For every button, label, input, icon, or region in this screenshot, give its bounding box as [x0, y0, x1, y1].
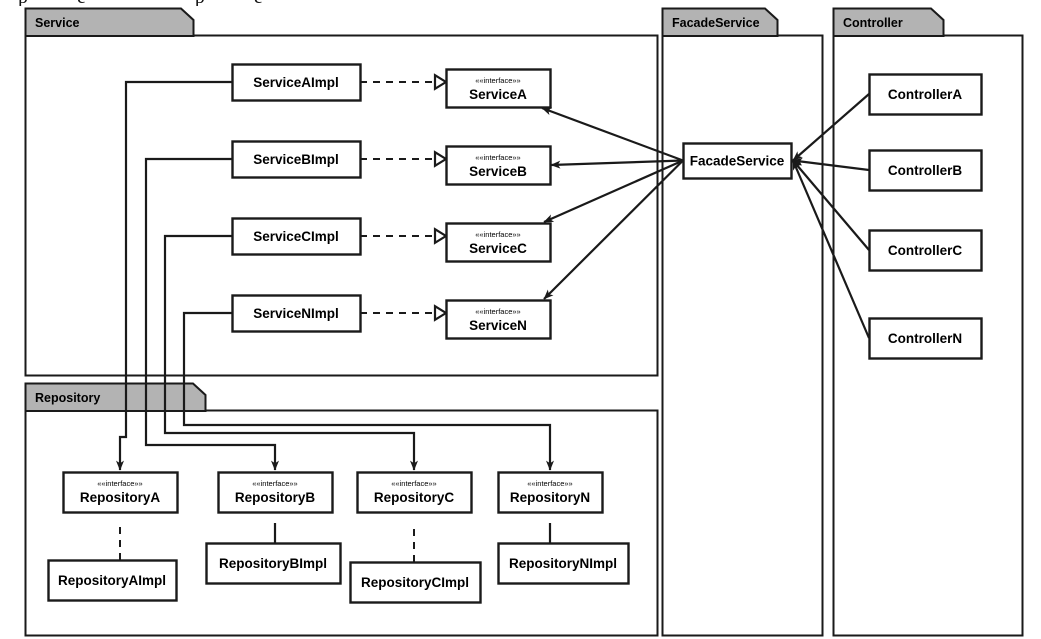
class-repositoryA[interactable]: ««interface»» RepositoryA	[62, 471, 179, 514]
class-name-repositoryBImpl: RepositoryBImpl	[219, 556, 327, 571]
class-stereotype-repositoryA: ««interface»»	[97, 479, 142, 488]
realization-arrowhead-serviceBImpl	[433, 150, 449, 168]
class-name-controllerA: ControllerA	[888, 87, 963, 102]
dependency-controllerN-to-facade[interactable]	[791, 159, 871, 339]
package-tab-service	[24, 7, 195, 37]
class-name-repositoryNImpl: RepositoryNImpl	[509, 556, 617, 571]
package-facade[interactable]: FacadeService	[661, 7, 824, 637]
class-stereotype-serviceB: ««interface»»	[475, 153, 520, 162]
class-repositoryNImpl[interactable]: RepositoryNImpl	[497, 542, 630, 585]
class-serviceN[interactable]: ««interface»» ServiceN	[445, 299, 552, 340]
package-label-controller: Controller	[843, 16, 903, 30]
class-repositoryC[interactable]: ««interface»» RepositoryC	[356, 471, 473, 514]
class-box-repositoryNImpl	[497, 542, 630, 585]
class-controllerA[interactable]: ControllerA	[868, 73, 983, 116]
class-box-controllerN	[868, 317, 983, 360]
class-serviceA[interactable]: ««interface»» ServiceA	[445, 68, 552, 109]
class-box-repositoryA	[62, 471, 179, 514]
dependency-serviceNImpl-to-repositoryN[interactable]	[182, 311, 554, 471]
class-serviceAImpl[interactable]: ServiceAImpl	[231, 63, 362, 102]
class-name-serviceBImpl: ServiceBImpl	[253, 152, 339, 167]
class-box-serviceCImpl	[231, 217, 362, 256]
dependency-facade-to-serviceA[interactable]	[541, 106, 684, 162]
class-facadeService[interactable]: FacadeService	[682, 142, 793, 180]
class-name-repositoryA: RepositoryA	[80, 490, 161, 505]
class-box-serviceC	[445, 222, 552, 263]
class-stereotype-serviceA: ««interface»»	[475, 76, 520, 85]
dependency-facade-to-serviceB[interactable]	[550, 159, 684, 169]
class-box-serviceNImpl	[231, 294, 362, 333]
class-box-repositoryBImpl	[205, 542, 342, 585]
class-box-serviceN	[445, 299, 552, 340]
package-tab-controller	[832, 7, 945, 37]
class-stereotype-repositoryC: ««interface»»	[391, 479, 436, 488]
dependency-controllerC-to-facade[interactable]	[792, 159, 870, 251]
class-box-repositoryCImpl	[349, 561, 482, 604]
class-box-controllerB	[868, 149, 983, 192]
dependency-facade-to-serviceN[interactable]	[543, 159, 684, 300]
class-repositoryN[interactable]: ««interface»» RepositoryN	[497, 471, 604, 514]
class-serviceC[interactable]: ««interface»» ServiceC	[445, 222, 552, 263]
class-stereotype-serviceN: ««interface»»	[475, 307, 520, 316]
class-name-repositoryC: RepositoryC	[374, 490, 455, 505]
realization-arrowhead-serviceNImpl	[433, 304, 449, 322]
realization-arrowhead-serviceCImpl	[433, 227, 449, 245]
class-box-repositoryC	[356, 471, 473, 514]
package-label-repository: Repository	[35, 391, 100, 405]
class-repositoryBImpl[interactable]: RepositoryBImpl	[205, 542, 342, 585]
class-name-controllerC: ControllerC	[888, 243, 963, 258]
class-controllerC[interactable]: ControllerC	[868, 229, 983, 272]
class-name-serviceAImpl: ServiceAImpl	[253, 75, 339, 90]
class-name-serviceNImpl: ServiceNImpl	[253, 306, 339, 321]
dependency-serviceCImpl-to-repositoryC[interactable]	[163, 234, 418, 471]
class-serviceBImpl[interactable]: ServiceBImpl	[231, 140, 362, 179]
package-label-facade: FacadeService	[672, 16, 760, 30]
class-name-serviceCImpl: ServiceCImpl	[253, 229, 339, 244]
class-name-repositoryB: RepositoryB	[235, 490, 316, 505]
class-name-repositoryCImpl: RepositoryCImpl	[361, 575, 469, 590]
package-tab-facade	[661, 7, 779, 37]
classes-layer: ServiceAImplServiceBImplServiceCImplServ…	[47, 63, 983, 604]
class-serviceCImpl[interactable]: ServiceCImpl	[231, 217, 362, 256]
class-box-serviceA	[445, 68, 552, 109]
class-box-controllerA	[868, 73, 983, 116]
dependency-controllerB-to-facade[interactable]	[792, 157, 870, 172]
package-body-facade	[661, 34, 824, 637]
class-name-facadeService: FacadeService	[690, 154, 785, 169]
class-box-repositoryB	[217, 471, 334, 514]
class-name-controllerN: ControllerN	[888, 331, 962, 346]
class-box-facadeService	[682, 142, 793, 180]
class-box-serviceAImpl	[231, 63, 362, 102]
dependency-serviceBImpl-to-repositoryB[interactable]	[144, 157, 279, 471]
class-stereotype-repositoryN: ««interface»»	[527, 479, 572, 488]
class-box-serviceBImpl	[231, 140, 362, 179]
dependency-facade-to-serviceC[interactable]	[543, 159, 684, 224]
class-repositoryB[interactable]: ««interface»» RepositoryB	[217, 471, 334, 514]
class-name-repositoryAImpl: RepositoryAImpl	[58, 573, 166, 588]
realization-arrowhead-serviceAImpl	[433, 73, 449, 91]
class-controllerB[interactable]: ControllerB	[868, 149, 983, 192]
class-serviceNImpl[interactable]: ServiceNImpl	[231, 294, 362, 333]
class-name-serviceC: ServiceC	[469, 241, 527, 256]
class-repositoryAImpl[interactable]: RepositoryAImpl	[47, 559, 178, 602]
class-name-repositoryN: RepositoryN	[510, 490, 590, 505]
class-name-serviceN: ServiceN	[469, 318, 527, 333]
class-box-repositoryAImpl	[47, 559, 178, 602]
class-name-serviceA: ServiceA	[469, 87, 527, 102]
class-name-serviceB: ServiceB	[469, 164, 527, 179]
class-name-controllerB: ControllerB	[888, 163, 963, 178]
class-box-serviceB	[445, 145, 552, 186]
class-controllerN[interactable]: ControllerN	[868, 317, 983, 360]
package-label-service: Service	[35, 16, 80, 30]
class-repositoryCImpl[interactable]: RepositoryCImpl	[349, 561, 482, 604]
class-stereotype-serviceC: ««interface»»	[475, 230, 520, 239]
class-box-controllerC	[868, 229, 983, 272]
class-stereotype-repositoryB: ««interface»»	[252, 479, 297, 488]
class-box-repositoryN	[497, 471, 604, 514]
dependency-serviceAImpl-to-repositoryA[interactable]	[116, 80, 232, 471]
class-serviceB[interactable]: ««interface»» ServiceB	[445, 145, 552, 186]
dependency-controllerA-to-facade[interactable]	[792, 93, 870, 162]
